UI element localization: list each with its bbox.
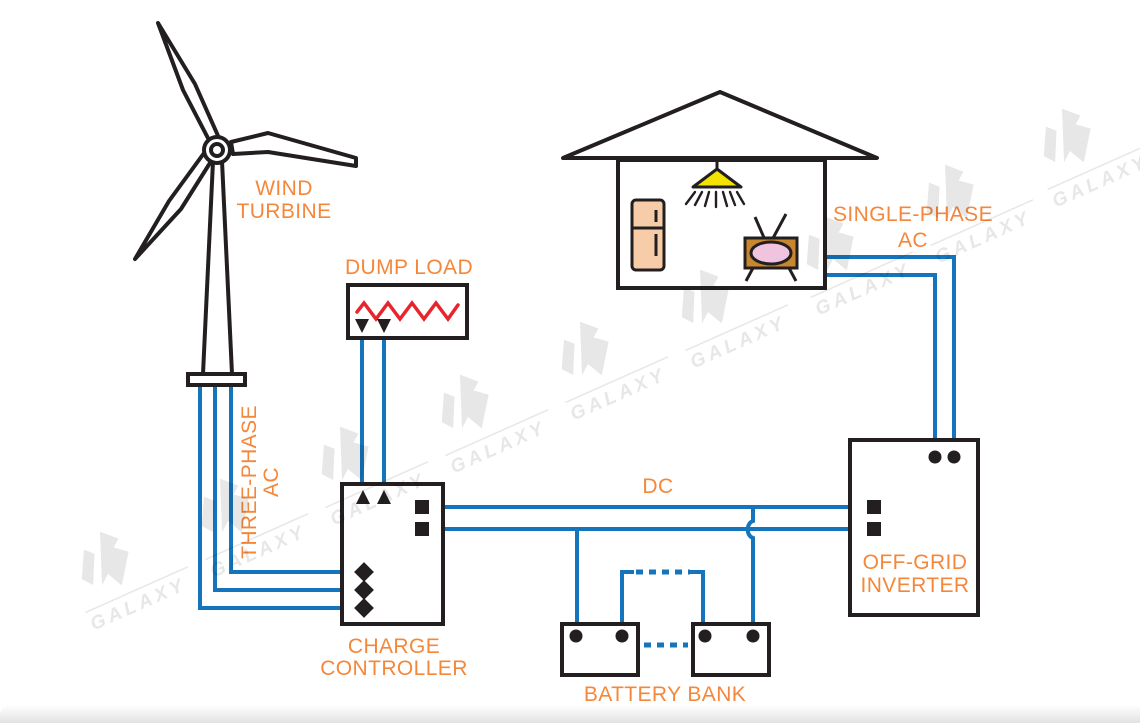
battery-2-terminal-pos — [746, 629, 760, 643]
page-bottom-edge — [0, 705, 1140, 723]
label-three-phase: THREE-PHASE AC — [238, 405, 283, 559]
label-three-phase-line2: AC — [260, 467, 283, 497]
battery-2-terminal-neg — [698, 629, 712, 643]
controller-terminal-ac-3 — [354, 598, 374, 618]
controller-terminal-dc-2 — [415, 522, 429, 536]
controller-terminal-ac-1 — [354, 562, 374, 582]
label-inverter-line2: INVERTER — [861, 574, 970, 597]
dump-load-terminal-2 — [377, 319, 391, 333]
battery-bank — [560, 622, 771, 677]
label-single-phase-line1: SINGLE-PHASE — [833, 203, 993, 226]
wire-battery-riser-2 — [745, 507, 755, 632]
turbine-blade-lower — [133, 147, 217, 261]
lamp-shade — [691, 167, 743, 189]
dump-load-box — [346, 283, 469, 340]
turbine-hub-inner — [209, 142, 225, 158]
wind-turbine — [133, 21, 358, 387]
dump-load-resistor — [355, 300, 460, 322]
label-battery-bank: BATTERY BANK — [584, 683, 746, 706]
battery-1-terminal-pos — [615, 629, 629, 643]
turbine-base — [186, 372, 247, 387]
battery-1-terminal-neg — [569, 629, 583, 643]
lamp-rays — [684, 190, 746, 209]
off-grid-inverter — [848, 438, 980, 617]
wire-battery-link-left — [620, 570, 634, 632]
controller-terminal-ac-2 — [354, 580, 374, 600]
wire-battery-link-right — [688, 570, 705, 632]
fridge — [630, 198, 666, 272]
label-single-phase-line2: AC — [898, 229, 928, 252]
inverter-terminal-dc-1 — [867, 500, 881, 514]
wire-three-phase-2 — [213, 385, 358, 592]
controller-terminal-dc-1 — [415, 500, 429, 514]
label-dc: DC — [642, 475, 673, 498]
inverter-terminal-ac-2 — [947, 450, 961, 464]
turbine-tower — [200, 159, 235, 376]
wiring — [198, 255, 956, 648]
turbine-blade-right — [229, 131, 358, 168]
label-wind-turbine-line1: WIND — [255, 177, 313, 200]
charge-controller — [340, 482, 445, 626]
label-charge-controller-line1: CHARGE — [348, 635, 440, 658]
dump-load — [346, 283, 469, 340]
tv-screen — [749, 240, 793, 266]
label-wind-turbine-line2: TURBINE — [237, 200, 332, 223]
wire-single-phase-2 — [825, 273, 937, 452]
inverter-terminal-dc-2 — [867, 522, 881, 536]
label-charge-controller-line2: CONTROLLER — [320, 657, 468, 680]
label-dump-load: DUMP LOAD — [345, 256, 473, 279]
label-three-phase-line1: THREE-PHASE — [238, 405, 261, 559]
dump-load-terminal-1 — [355, 319, 369, 333]
turbine-blade-upper — [156, 21, 221, 144]
inverter-terminal-ac-1 — [928, 450, 942, 464]
tv-antenna-left — [753, 216, 767, 241]
label-inverter-line1: OFF-GRID — [863, 551, 968, 574]
house-roof — [561, 90, 879, 160]
